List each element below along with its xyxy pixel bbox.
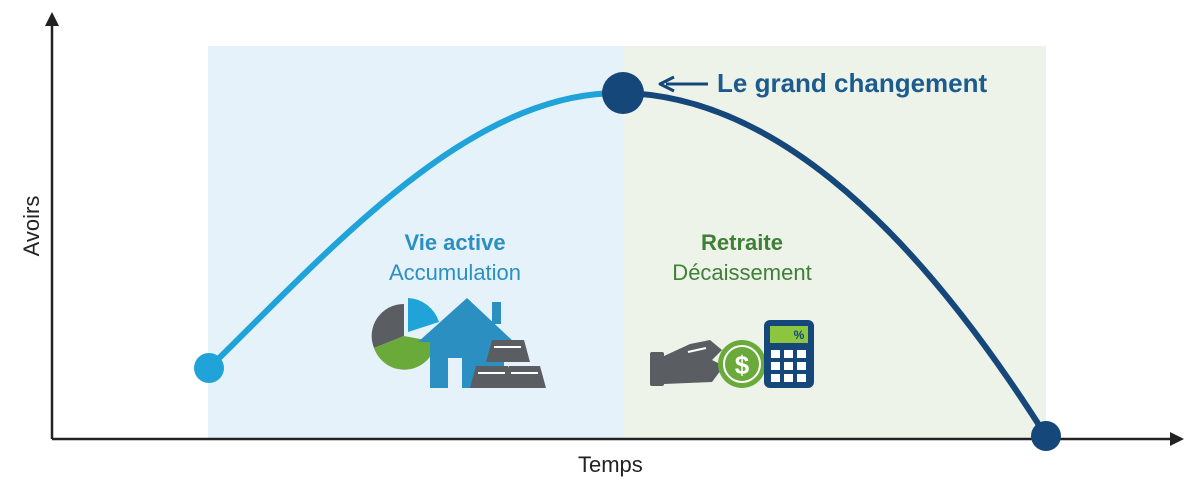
y-axis [45,12,59,439]
peak-point [602,72,644,114]
end-point [1031,421,1061,451]
calculator-icon: % [764,320,814,388]
dollar-coin-icon: $ [718,340,766,388]
house-icon [418,298,514,388]
svg-text:$: $ [735,350,750,380]
start-point [194,353,224,383]
retirement-phase-subtitle: Décaissement [672,260,812,285]
decumulation-curve [620,90,1049,439]
active-phase-title: Vie active [404,230,506,255]
pie-chart-icon [371,298,439,370]
y-axis-label: Avoirs [19,195,44,257]
gold-bars-icon [470,340,546,388]
accumulation-curve [206,89,626,371]
active-phase-band [208,46,623,439]
hand-giving-icon [650,340,724,386]
callout-arrow-icon [658,75,708,93]
retirement-phase-title: Retraite [701,230,783,255]
x-axis [52,432,1184,446]
peak-callout-label: Le grand changement [717,68,988,98]
active-phase-subtitle: Accumulation [388,260,522,285]
x-axis-label: Temps [578,452,643,477]
svg-text:%: % [794,328,805,342]
